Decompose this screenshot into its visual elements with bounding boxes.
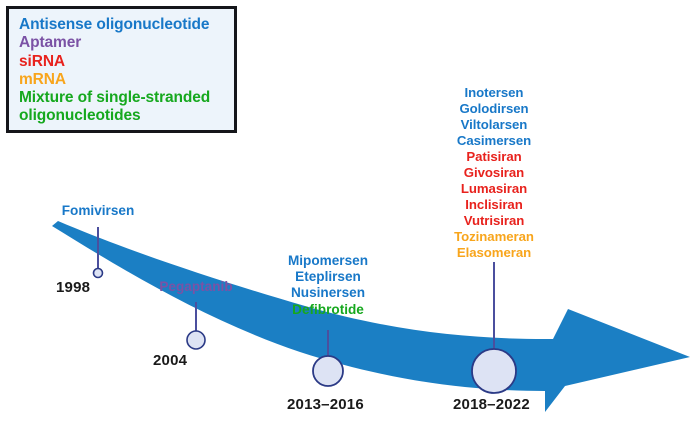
- legend-label: Aptamer: [19, 34, 82, 52]
- milestone-marker-2018-2022[interactable]: [471, 348, 517, 394]
- drug-label-fomivirsen: Fomivirsen: [61, 203, 135, 218]
- drug-label-defibrotide: Defibrotide: [292, 301, 364, 317]
- legend-label: siRNA: [19, 52, 66, 70]
- milestone-marker-2004[interactable]: [186, 330, 206, 350]
- drug-label-patisiran: Patisiran: [466, 149, 522, 164]
- drug-label-golodirsen: Golodirsen: [459, 101, 529, 116]
- year-label-2004: 2004: [153, 352, 188, 369]
- legend-item-antisense-oligonucleotide: Antisense oligonucleotide: [19, 16, 234, 34]
- year-label-2013-2016: 2013–2016: [287, 396, 364, 413]
- drug-labels-1998: Fomivirsen: [40, 203, 156, 219]
- legend-label: oligonucleotides: [19, 107, 141, 125]
- drug-label-pegaptanib: Pegaptanib: [159, 279, 233, 294]
- drug-label-givosiran: Givosiran: [463, 165, 525, 180]
- drug-label-casimersen: Casimersen: [456, 133, 532, 148]
- legend-item-mrna: mRNA: [19, 71, 234, 89]
- drug-label-inclisiran: Inclisiran: [465, 197, 523, 212]
- drug-label-vutrisiran: Vutrisiran: [463, 213, 525, 228]
- drug-label-elasomeran: Elasomeran: [456, 245, 532, 260]
- drug-label-nusinersen: Nusinersen: [290, 285, 366, 301]
- legend-label: mRNA: [19, 70, 66, 88]
- drug-label-tozinameran: Tozinameran: [454, 229, 534, 244]
- legend-item-aptamer: Aptamer: [19, 34, 234, 52]
- legend-item-mixture-line2: oligonucleotides: [19, 107, 234, 125]
- oligonucleotide-class-legend: Antisense oligonucleotide Aptamer siRNA …: [6, 6, 237, 133]
- legend-item-sirna: siRNA: [19, 53, 234, 71]
- drug-labels-2018-2022: Inotersen Golodirsen Viltolarsen Casimer…: [429, 85, 559, 261]
- legend-item-mixture-line1: Mixture of single-stranded: [19, 89, 234, 107]
- drug-label-viltolarsen: Viltolarsen: [460, 117, 528, 132]
- drug-label-mipomersen: Mipomersen: [287, 253, 369, 268]
- drug-labels-2013-2016: Mipomersen Eteplirsen Nusinersen Defibro…: [263, 253, 393, 318]
- drug-label-lumasiran: Lumasiran: [460, 181, 528, 196]
- legend-label: Antisense oligonucleotide: [19, 16, 210, 33]
- drug-label-inotersen: Inotersen: [464, 85, 524, 100]
- legend-label: Mixture of single-stranded: [19, 89, 211, 107]
- drug-labels-2004: Pegaptanib: [138, 279, 254, 295]
- milestone-marker-2013-2016[interactable]: [312, 355, 344, 387]
- milestone-marker-1998[interactable]: [92, 267, 104, 279]
- drug-label-eteplirsen: Eteplirsen: [295, 269, 361, 285]
- year-label-1998: 1998: [56, 279, 91, 296]
- year-label-2018-2022: 2018–2022: [453, 396, 530, 413]
- arrow-shape: [52, 221, 690, 412]
